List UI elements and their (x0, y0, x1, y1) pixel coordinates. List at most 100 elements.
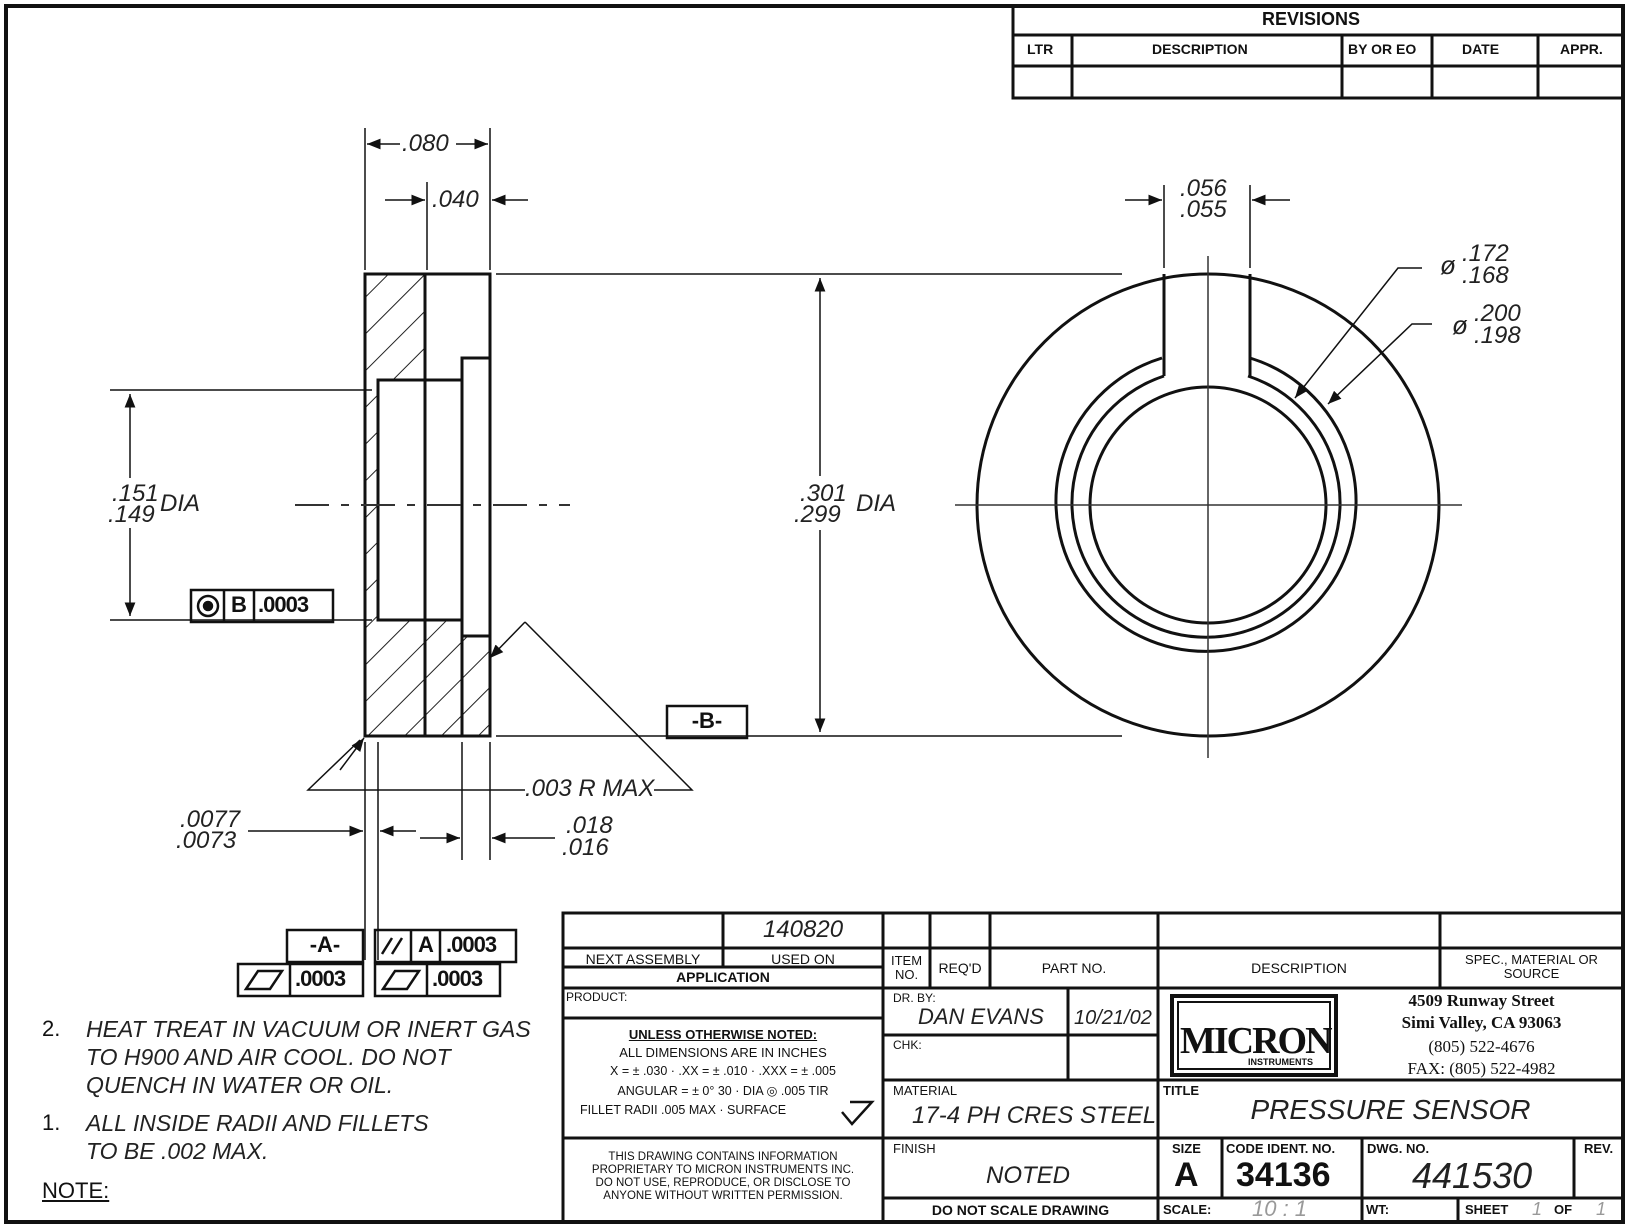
sheet-label: SHEET (1465, 1202, 1509, 1217)
rev-col-date: DATE (1462, 41, 1500, 57)
note-2-line-1: HEAT TREAT IN VACUUM OR INERT GAS (86, 1016, 531, 1042)
material-label: MATERIAL (893, 1083, 958, 1098)
code-ident-label: CODE IDENT. NO. (1226, 1141, 1336, 1156)
tol-line-4: FILLET RADII .005 MAX · SURFACE (580, 1103, 787, 1117)
chk-label: CHK: (893, 1038, 922, 1052)
dim-slot-max: .056 (1180, 175, 1227, 202)
rev-col-by: BY OR EO (1348, 41, 1417, 57)
title-value: PRESSURE SENSOR (1250, 1094, 1531, 1125)
proprietary-line-1: THIS DRAWING CONTAINS INFORMATION (608, 1151, 838, 1163)
dr-by-label: DR. BY: (893, 991, 936, 1005)
next-assembly-label: NEXT ASSEMBLY (585, 951, 701, 967)
dim-face-max: .018 (566, 812, 613, 839)
proprietary-line-2: PROPRIETARY TO MICRON INSTRUMENTS INC. (591, 1164, 855, 1176)
item-label-2: NO. (894, 967, 919, 982)
rev-col-ltr: LTR (1027, 41, 1054, 57)
logo-subtext: INSTRUMENTS (1248, 1057, 1313, 1067)
phone: (805) 522-4676 (1428, 1037, 1535, 1056)
datum-a-label: -A- (309, 932, 341, 957)
tol-line-3: ANGULAR = ± 0° 30 · DIA ◎ .005 TIR (617, 1084, 829, 1098)
radius-leader (306, 621, 694, 791)
material-value: 17-4 PH CRES STEEL (912, 1102, 1157, 1129)
fcf-concentricity-value: .0003 (258, 592, 309, 617)
product-label: PRODUCT: (566, 990, 628, 1004)
address-line-2: Simi Valley, CA 93063 (1401, 1013, 1562, 1032)
fcf-parallelism-value: .0003 (446, 932, 497, 957)
fcf-parallelism-datum: A (418, 932, 434, 957)
application-label: APPLICATION (676, 969, 770, 985)
dim-outer-max: .301 (800, 480, 847, 507)
dim-groove2-min: .198 (1474, 322, 1521, 349)
tol-line-2: X = ± .030 · .XX = ± .010 · .XXX = ± .00… (610, 1064, 836, 1078)
note-1-number: 1. (42, 1110, 61, 1135)
unless-noted: UNLESS OTHERWISE NOTED: (628, 1027, 818, 1042)
revisions-table (1011, 4, 1625, 100)
spec-label-1: SPEC., MATERIAL OR (1465, 952, 1598, 967)
tol-line-1: ALL DIMENSIONS ARE IN INCHES (619, 1045, 827, 1060)
title-label: TITLE (1163, 1083, 1200, 1098)
dimension-lines (124, 138, 826, 844)
dr-by-value: DAN EVANS (918, 1004, 1044, 1029)
dim-slot-min: .055 (1180, 196, 1227, 223)
description-label: DESCRIPTION (1251, 960, 1347, 976)
end-view-dims (1125, 185, 1432, 405)
dim-groove-min: .168 (1462, 262, 1509, 289)
fcf-flatness-1 (236, 962, 365, 998)
dim-overall-length: .080 (402, 130, 449, 157)
proprietary-line-4: ANYONE WITHOUT WRITTEN PERMISSION. (603, 1190, 843, 1202)
of-label: OF (1554, 1202, 1573, 1217)
sheet-value: 1 (1532, 1199, 1543, 1219)
dim-groove-max: .172 (1462, 240, 1509, 267)
micron-logo (1170, 994, 1338, 1077)
dim-groove2-max: .200 (1474, 300, 1521, 327)
logo-text: MICRON (1180, 1020, 1333, 1062)
spec-label-2: SOURCE (1503, 966, 1560, 981)
datum-b-label: -B- (691, 708, 723, 733)
code-ident-value: 34136 (1236, 1156, 1331, 1194)
proprietary-line-3: DO NOT USE, REPRODUCE, OR DISCLOSE TO (595, 1177, 851, 1189)
fcf-concentricity-datum: B (231, 592, 247, 617)
fcf-flatness-2 (373, 962, 502, 998)
dim-flange-max: .0077 (180, 806, 241, 833)
dim-face-min: .016 (562, 834, 609, 861)
fcf-flatness-1-value: .0003 (295, 966, 346, 991)
of-value: 1 (1596, 1199, 1607, 1219)
note-2-line-2: TO H900 AND AIR COOL. DO NOT (86, 1044, 451, 1070)
fcf-concentricity (189, 588, 335, 624)
dwg-no-label: DWG. NO. (1367, 1141, 1430, 1156)
size-label: SIZE (1172, 1141, 1201, 1156)
part-no-label: PART NO. (1041, 960, 1107, 976)
rev-label: REV. (1584, 1141, 1614, 1156)
dim-outer-min: .299 (794, 501, 841, 528)
note-1-line-1: ALL INSIDE RADII AND FILLETS (86, 1110, 429, 1136)
reqd-label: REQ'D (938, 960, 982, 976)
fcf-flatness-2-value: .0003 (432, 966, 483, 991)
title-block (561, 911, 1625, 1224)
section-view (363, 272, 492, 738)
fcf-parallelism (373, 928, 518, 964)
fax: FAX: (805) 522-4982 (1407, 1059, 1556, 1078)
scale-value: 10 : 1 (1252, 1196, 1308, 1221)
fcf-datum-b (665, 704, 749, 740)
dim-bore-min: .149 (108, 501, 155, 528)
notes-heading: NOTE: (42, 1178, 110, 1203)
dim-dia-symbol-1: ø (1440, 250, 1456, 280)
dim-step-length: .040 (432, 186, 479, 213)
address-line-1: 4509 Runway Street (1408, 991, 1555, 1010)
finish-label: FINISH (893, 1141, 936, 1156)
note-2-number: 2. (42, 1016, 61, 1041)
scale-label: SCALE: (1163, 1202, 1212, 1217)
used-on-label: USED ON (771, 951, 835, 967)
dim-flange-min: .0073 (176, 827, 237, 854)
fcf-datum-a (285, 928, 365, 964)
end-view-centerlines (955, 256, 1462, 758)
note-2-line-3: QUENCH IN WATER OR OIL. (86, 1072, 394, 1098)
size-value: A (1174, 1156, 1199, 1194)
rev-col-appr: APPR. (1560, 41, 1603, 57)
do-not-scale: DO NOT SCALE DRAWING (931, 1202, 1110, 1218)
wt-label: WT: (1366, 1202, 1390, 1217)
item-label-1: ITEM (890, 953, 923, 968)
dwg-no-value: 441530 (1412, 1155, 1533, 1196)
rev-col-description: DESCRIPTION (1152, 41, 1248, 57)
